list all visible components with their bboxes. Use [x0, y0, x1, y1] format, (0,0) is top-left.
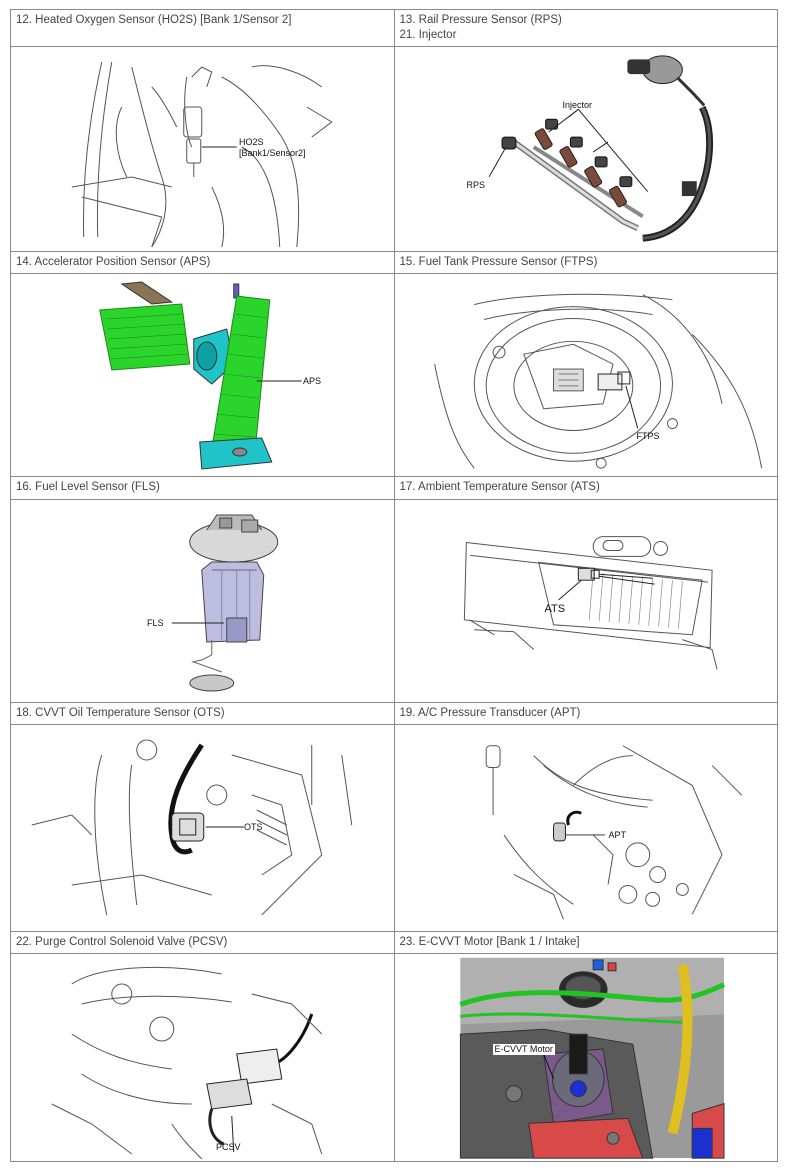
title-aps: 14. Accelerator Position Sensor (APS)	[16, 256, 211, 268]
title-ots: 18. CVVT Oil Temperature Sensor (OTS)	[16, 707, 225, 719]
label-ftps: FTPS	[636, 431, 660, 441]
label-pcsv: PCSV	[216, 1142, 241, 1152]
label-ecvvt-motor: E-CVVT Motor	[492, 1044, 555, 1055]
cell-image-aps: APS	[10, 273, 395, 477]
label-rps: RPS	[466, 180, 486, 190]
cell-image-pcsv: PCSV	[10, 953, 395, 1162]
cell-image-ats: ATS	[393, 499, 778, 703]
ots-sensor-icon: OTS	[11, 725, 394, 931]
label-ats: ATS	[544, 603, 566, 615]
cell-title-aps: 14. Accelerator Position Sensor (APS)	[10, 251, 395, 274]
purge-valve-icon: PCSV	[11, 954, 394, 1161]
title-injector: 21. Injector	[399, 29, 457, 41]
title-pcsv: 22. Purge Control Solenoid Valve (PCSV)	[16, 936, 228, 948]
cell-image-ots: OTS	[10, 724, 395, 932]
accelerator-pedal-icon: APS	[11, 274, 394, 476]
cell-title-ftps: 15. Fuel Tank Pressure Sensor (FTPS)	[393, 251, 778, 274]
ecvvt-motor-icon: E-CVVT Motor	[395, 954, 778, 1161]
cell-image-fls: FLS	[10, 499, 395, 703]
fuel-pump-module-icon: FLS	[11, 500, 394, 702]
cell-title-rps: 13. Rail Pressure Sensor (RPS) 21. Injec…	[393, 9, 778, 47]
ho2s-sensor-icon: HO2S [Bank1/Sensor2]	[11, 47, 394, 251]
label-fls: FLS	[147, 618, 164, 628]
cell-title-fls: 16. Fuel Level Sensor (FLS)	[10, 476, 395, 500]
cell-image-apt: APT	[393, 724, 778, 932]
sensor-table: 12. Heated Oxygen Sensor (HO2S) [Bank 1/…	[10, 9, 778, 1162]
title-ecvvt: 23. E-CVVT Motor [Bank 1 / Intake]	[399, 936, 580, 948]
ac-transducer-icon: APT	[395, 725, 778, 931]
title-rps: 13. Rail Pressure Sensor (RPS)	[399, 14, 562, 26]
cell-image-ecvvt: E-CVVT Motor	[393, 953, 778, 1162]
label-ots: OTS	[244, 822, 263, 832]
title-apt: 19. A/C Pressure Transducer (APT)	[399, 707, 581, 719]
cell-image-rps: Injector RPS	[393, 46, 778, 252]
fuel-tank-sensor-icon: FTPS	[395, 274, 778, 476]
ambient-sensor-icon: ATS	[395, 500, 778, 702]
cell-title-apt: 19. A/C Pressure Transducer (APT)	[393, 702, 778, 725]
cell-image-ftps: FTPS	[393, 273, 778, 477]
fuel-rail-icon: Injector RPS	[395, 47, 778, 251]
label-injector: Injector	[562, 100, 593, 110]
cell-title-ots: 18. CVVT Oil Temperature Sensor (OTS)	[10, 702, 395, 725]
cell-title-ho2s: 12. Heated Oxygen Sensor (HO2S) [Bank 1/…	[10, 9, 395, 47]
title-fls: 16. Fuel Level Sensor (FLS)	[16, 481, 160, 493]
cell-image-ho2s: HO2S [Bank1/Sensor2]	[10, 46, 395, 252]
title-ats: 17. Ambient Temperature Sensor (ATS)	[399, 481, 600, 493]
title-ho2s: 12. Heated Oxygen Sensor (HO2S) [Bank 1/…	[16, 14, 292, 26]
label-bank1-sensor2: [Bank1/Sensor2]	[239, 148, 306, 158]
cell-title-ats: 17. Ambient Temperature Sensor (ATS)	[393, 476, 778, 500]
cell-title-pcsv: 22. Purge Control Solenoid Valve (PCSV)	[10, 931, 395, 954]
title-ftps: 15. Fuel Tank Pressure Sensor (FTPS)	[399, 256, 598, 268]
cell-title-ecvvt: 23. E-CVVT Motor [Bank 1 / Intake]	[393, 931, 778, 954]
label-aps: APS	[303, 376, 322, 386]
label-ho2s: HO2S	[239, 137, 264, 147]
label-apt: APT	[608, 830, 627, 840]
